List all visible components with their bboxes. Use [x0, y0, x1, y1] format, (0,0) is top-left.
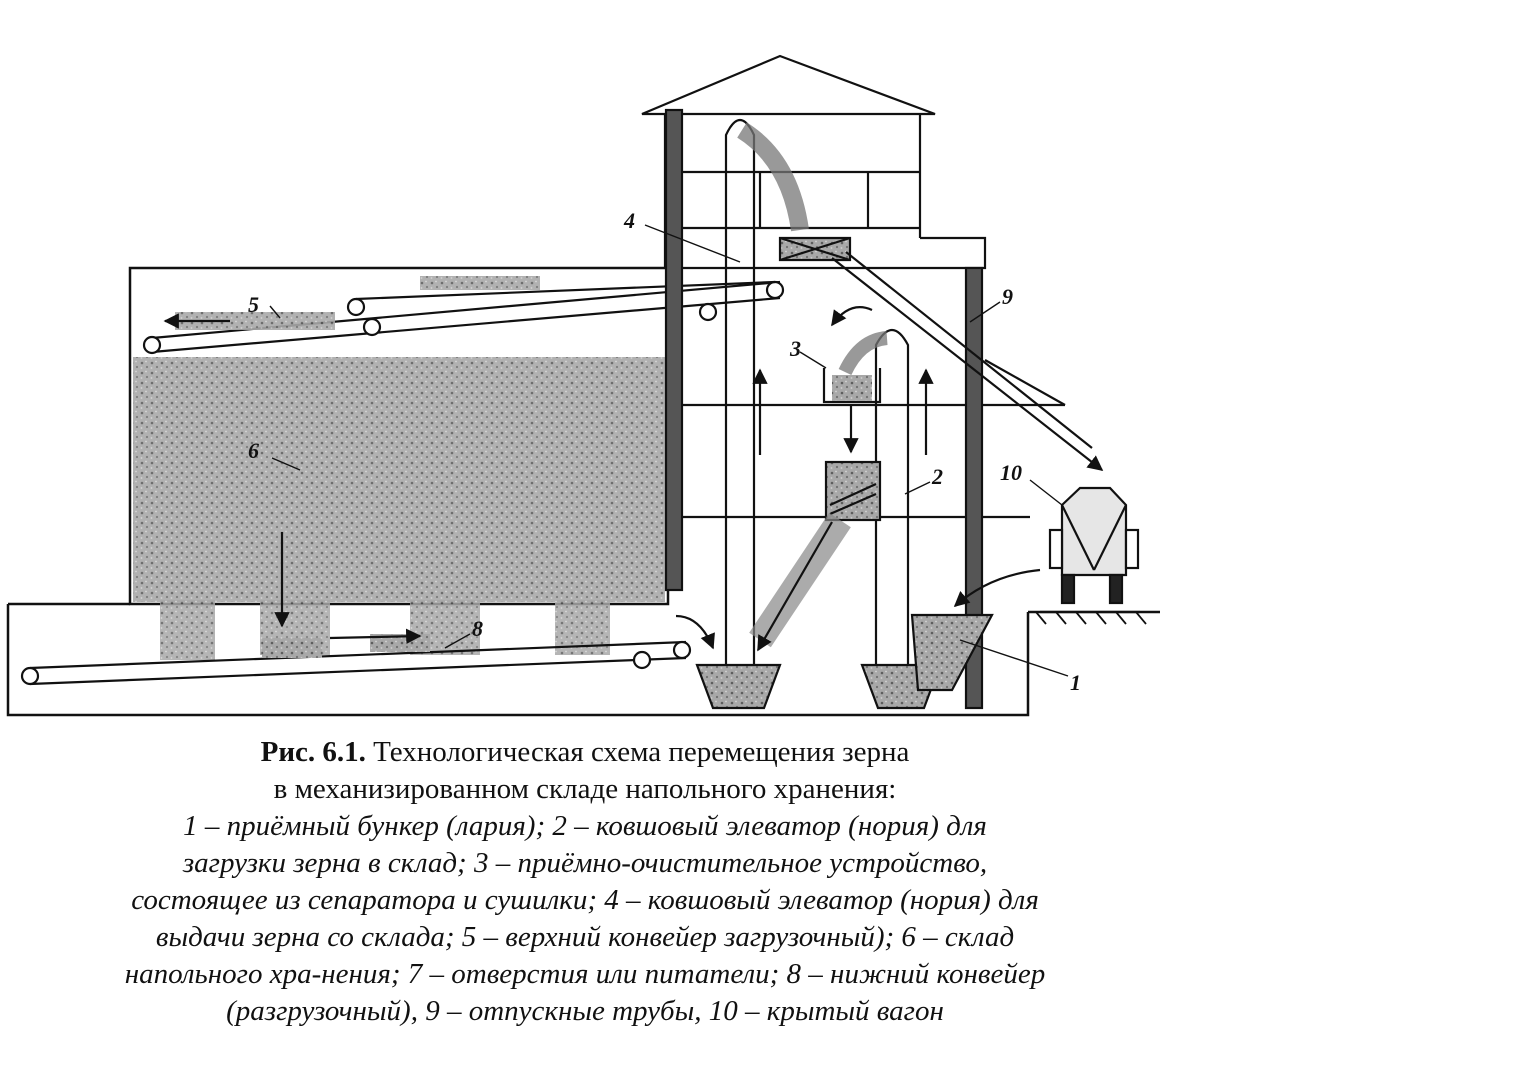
bucket-elevator-4 — [695, 118, 809, 710]
caption-title-line-1: Рис. 6.1. Технологическая схема перемеще… — [0, 734, 1170, 771]
covered-wagon-10 — [1040, 486, 1140, 614]
label-5: 5 — [248, 292, 259, 317]
rail-ground-hatching — [1035, 611, 1147, 625]
legend-line: 1 – приёмный бункер (лария); 2 – ковшовы… — [183, 810, 987, 842]
leader-lines — [269, 224, 1069, 677]
caption-title-line-2: в механизированном складе напольного хра… — [273, 773, 897, 805]
figure-caption: Рис. 6.1. Технологическая схема перемеще… — [0, 734, 1170, 1030]
legend-line: выдачи зерна со склада; 5 – верхний конв… — [155, 921, 1015, 953]
label-2: 2 — [931, 464, 943, 489]
label-3: 3 — [789, 336, 801, 361]
discharge-pipe-9 — [778, 236, 1104, 471]
label-8: 8 — [472, 616, 483, 641]
receiving-cleaning-device-3 — [749, 368, 882, 652]
lower-unloading-conveyor — [20, 532, 692, 686]
callout-labels: 1 2 3 4 5 6 8 9 10 — [248, 208, 1081, 695]
label-6: 6 — [248, 438, 259, 463]
receiving-hopper-1 — [675, 568, 1041, 692]
upper-loading-conveyor — [142, 276, 785, 355]
figure-number: Рис. 6.1. — [260, 736, 366, 768]
label-9: 9 — [1002, 284, 1013, 309]
caption-title: Технологическая схема перемещения зерна — [373, 736, 910, 768]
label-4: 4 — [623, 208, 635, 233]
label-1: 1 — [1070, 670, 1081, 695]
legend-line: напольного хра-нения; 7 – отверстия или … — [124, 958, 1046, 990]
legend-line: загрузки зерна в склад; 3 – приёмно-очис… — [182, 847, 988, 879]
legend-line: состоящее из сепаратора и сушилки; 4 – к… — [131, 884, 1039, 916]
grain-storage-diagram: 1 2 3 4 5 6 8 9 10 — [6, 54, 1160, 717]
bucket-elevator-2 — [831, 306, 942, 710]
legend-line: (разгрузочный), 9 – отпускные трубы, 10 … — [226, 995, 944, 1027]
label-10: 10 — [1000, 460, 1022, 485]
